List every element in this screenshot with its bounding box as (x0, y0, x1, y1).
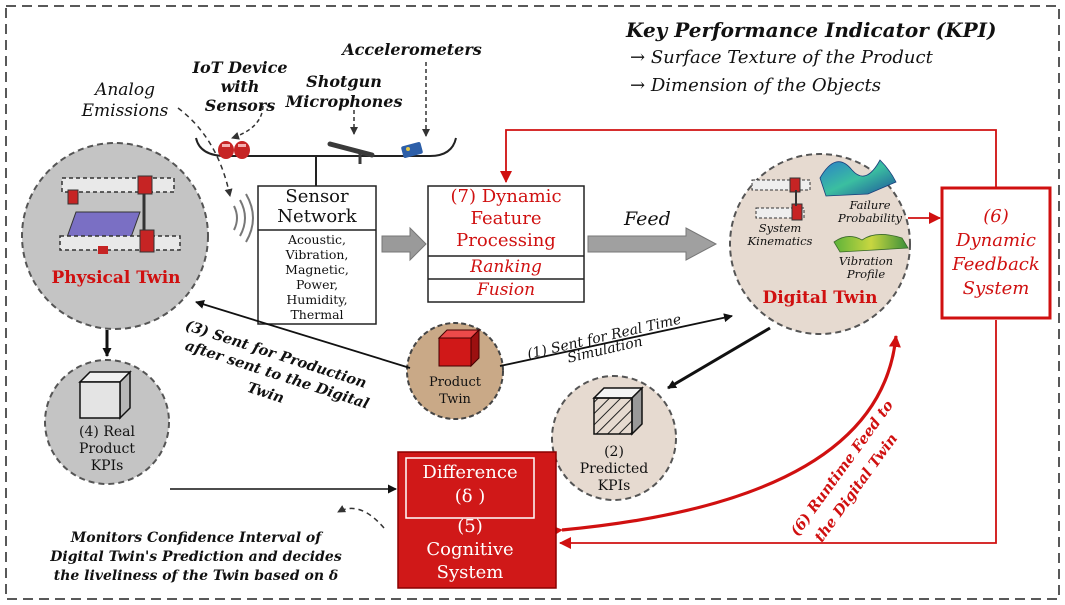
feedback-label-2: Dynamic (956, 230, 1036, 251)
sensor-tray (195, 137, 457, 157)
failure-label-2: Probability (838, 211, 902, 225)
iot-pointer (231, 105, 264, 140)
real-kpi-label-2: Product (79, 441, 135, 457)
iot-device-icon (218, 141, 250, 159)
sensor-network-title-2: Network (277, 206, 357, 227)
sensor-item: Vibration, (285, 247, 349, 262)
product-twin-label-1: Product (429, 375, 481, 390)
monitor-label-3: the liveliness of the Twin based on δ (53, 568, 339, 584)
monitor-label-1: Monitors Confidence Interval of (70, 530, 322, 546)
product-twin-label-2: Twin (439, 392, 471, 407)
predicted-kpi-label-2: Predicted (579, 461, 649, 477)
feedback-label-1: (6) (983, 206, 1009, 227)
vibration-label-1: Vibration (838, 254, 894, 268)
feedback-label-4: System (962, 278, 1030, 299)
sensor-item: Humidity, (286, 292, 348, 307)
digital-twin-node (729, 153, 911, 335)
kpi-item-2: → Dimension of the Objects (630, 75, 881, 96)
physical-twin-label: Physical Twin (51, 268, 181, 288)
feedback-system-box (940, 186, 1052, 320)
vibration-label-2: Profile (846, 267, 886, 281)
cognitive-label-3: System (436, 562, 504, 583)
difference-label-2: (δ ) (454, 486, 486, 507)
failure-label-1: Failure (849, 198, 891, 212)
vibration-profile-surface-icon (833, 234, 909, 253)
predicted-kpi-label-3: KPIs (597, 478, 631, 494)
real-kpi-node (44, 359, 170, 485)
monitor-label-2: Digital Twin's Prediction and decides (50, 549, 342, 565)
feature-title-2: Feature (470, 208, 542, 229)
feature-title-3: Processing (456, 230, 556, 251)
outer-frame (5, 5, 1060, 600)
cognitive-system-box (397, 451, 557, 589)
predicted-kpi-node (551, 375, 677, 501)
analog-label-2: Emissions (81, 101, 169, 121)
real-kpi-cube-icon (78, 370, 132, 420)
runtime-feed-arrow (550, 335, 901, 538)
kinematics-label-1: System (758, 221, 802, 235)
feature-processing-box (427, 185, 585, 303)
sensor-item: Thermal (290, 307, 344, 322)
real-kpi-label-1: (4) Real (79, 424, 135, 440)
iot-label-1: IoT Device (192, 58, 288, 77)
analog-emissions-pointer (177, 107, 233, 197)
kpi-title: Key Performance Indicator (KPI) (626, 18, 997, 42)
sensor-network-title-1: Sensor (285, 186, 349, 207)
sent-production-arrow (195, 300, 411, 369)
digital-to-predicted-arrow (667, 326, 771, 390)
kinematics-label-2: Kinematics (747, 234, 813, 248)
fusion-label: Fusion (476, 280, 536, 300)
analog-label-1: Analog (95, 80, 155, 100)
real-kpi-label-3: KPIs (90, 458, 124, 474)
accelerometer-icon (401, 142, 423, 158)
printer-icon (59, 175, 181, 254)
kpi-item-1: → Surface Texture of the Product (630, 47, 933, 68)
monitor-pointer (337, 505, 385, 529)
shotgun-label-1: Shotgun (306, 72, 382, 91)
failure-probability-surface-icon (819, 159, 897, 197)
arrow-icon: → (630, 47, 646, 68)
sent-real-time-arrow (499, 313, 733, 367)
feedback-to-feature-arrow (500, 129, 997, 188)
kpi-item-1-text: Surface Texture of the Product (650, 47, 933, 68)
difference-box (405, 457, 535, 519)
iot-label-3: Sensors (204, 96, 276, 115)
iot-label-2: with (220, 77, 260, 96)
kpi-item-2-text: Dimension of the Objects (650, 75, 881, 96)
sensor-item: Magnetic, (285, 262, 349, 277)
kinematics-icon (751, 177, 811, 221)
feedback-label-3: Feedback (952, 254, 1040, 275)
feedback-to-cognitive-arrow (559, 320, 997, 549)
feed-label: Feed (624, 208, 671, 230)
ranking-label: Ranking (470, 257, 542, 277)
arrow-icon: → (630, 75, 646, 96)
product-cube-icon (437, 328, 481, 368)
sensor-to-feature-arrow (381, 226, 427, 262)
sensor-item: Acoustic, (287, 232, 347, 247)
acoustic-waves-icon (233, 193, 254, 243)
sensor-item: Power, (295, 277, 339, 292)
sensor-network-box (257, 185, 377, 325)
feature-title-1: (7) Dynamic (450, 186, 562, 207)
predicted-kpi-label-1: (2) (604, 444, 624, 460)
cognitive-label-2: Cognitive (426, 539, 514, 560)
difference-label-1: Difference (422, 462, 518, 483)
shotgun-label-2: Microphones (285, 92, 403, 111)
digital-twin-label: Digital Twin (762, 288, 878, 308)
cognitive-label-1: (5) (457, 516, 483, 537)
feed-arrow (587, 227, 718, 261)
predicted-kpi-cube-icon (592, 386, 644, 436)
accelerometers-label: Accelerometers (342, 40, 482, 59)
shotgun-microphone-icon (327, 141, 375, 164)
